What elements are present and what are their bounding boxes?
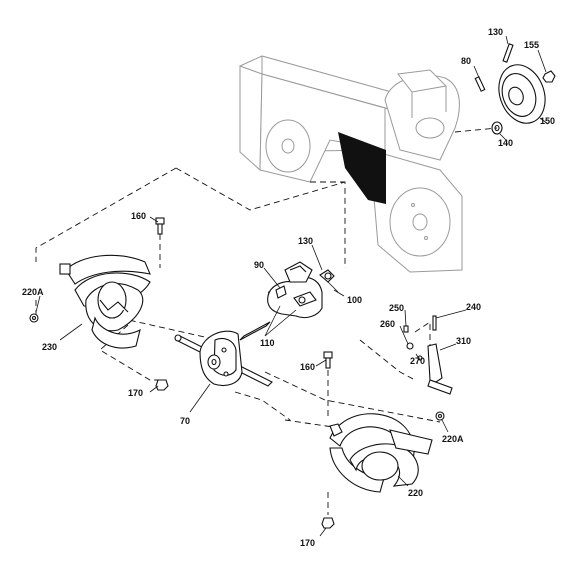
callout-170-bottom: 170: [300, 538, 315, 548]
callout-130-top: 130: [488, 27, 503, 37]
key-80: [474, 76, 486, 92]
callout-155: 155: [524, 40, 539, 50]
pin-130: [502, 43, 514, 63]
pulley-assembly: [474, 43, 556, 135]
callout-150: 150: [540, 116, 555, 126]
callout-70: 70: [180, 416, 190, 426]
callout-130-mid: 130: [298, 236, 313, 246]
callout-240: 240: [466, 302, 481, 312]
callout-220A-right: 220A: [442, 434, 464, 444]
callout-220A-left: 220A: [22, 287, 44, 297]
callout-160-top: 160: [131, 211, 146, 221]
worm-gear-assembly: [267, 261, 339, 319]
callout-labels: 130 155 80 150 140 160 130 90 100 220A 2…: [22, 27, 555, 548]
callout-170-left: 170: [128, 388, 143, 398]
callout-90: 90: [254, 260, 264, 270]
housing-opening: [338, 132, 386, 204]
callout-260: 260: [380, 319, 395, 329]
callout-100: 100: [347, 295, 362, 305]
callout-270: 270: [410, 356, 425, 366]
auger-left: [59, 254, 151, 349]
gear-case: [199, 330, 243, 387]
callout-80: 80: [461, 56, 471, 66]
bracket-assembly: [403, 315, 453, 395]
callout-160-mid: 160: [300, 362, 315, 372]
auger-right: [329, 413, 433, 493]
nut-155: [542, 70, 556, 83]
hardware-small: [29, 217, 445, 529]
callout-250: 250: [389, 303, 404, 313]
callout-110: 110: [260, 338, 275, 348]
callout-310: 310: [456, 336, 471, 346]
callout-140: 140: [498, 138, 513, 148]
leader-lines: [35, 35, 549, 537]
callout-220: 220: [408, 488, 423, 498]
assembly-lines: [35, 127, 498, 515]
callout-230: 230: [42, 342, 57, 352]
auger-housing: [239, 55, 463, 273]
